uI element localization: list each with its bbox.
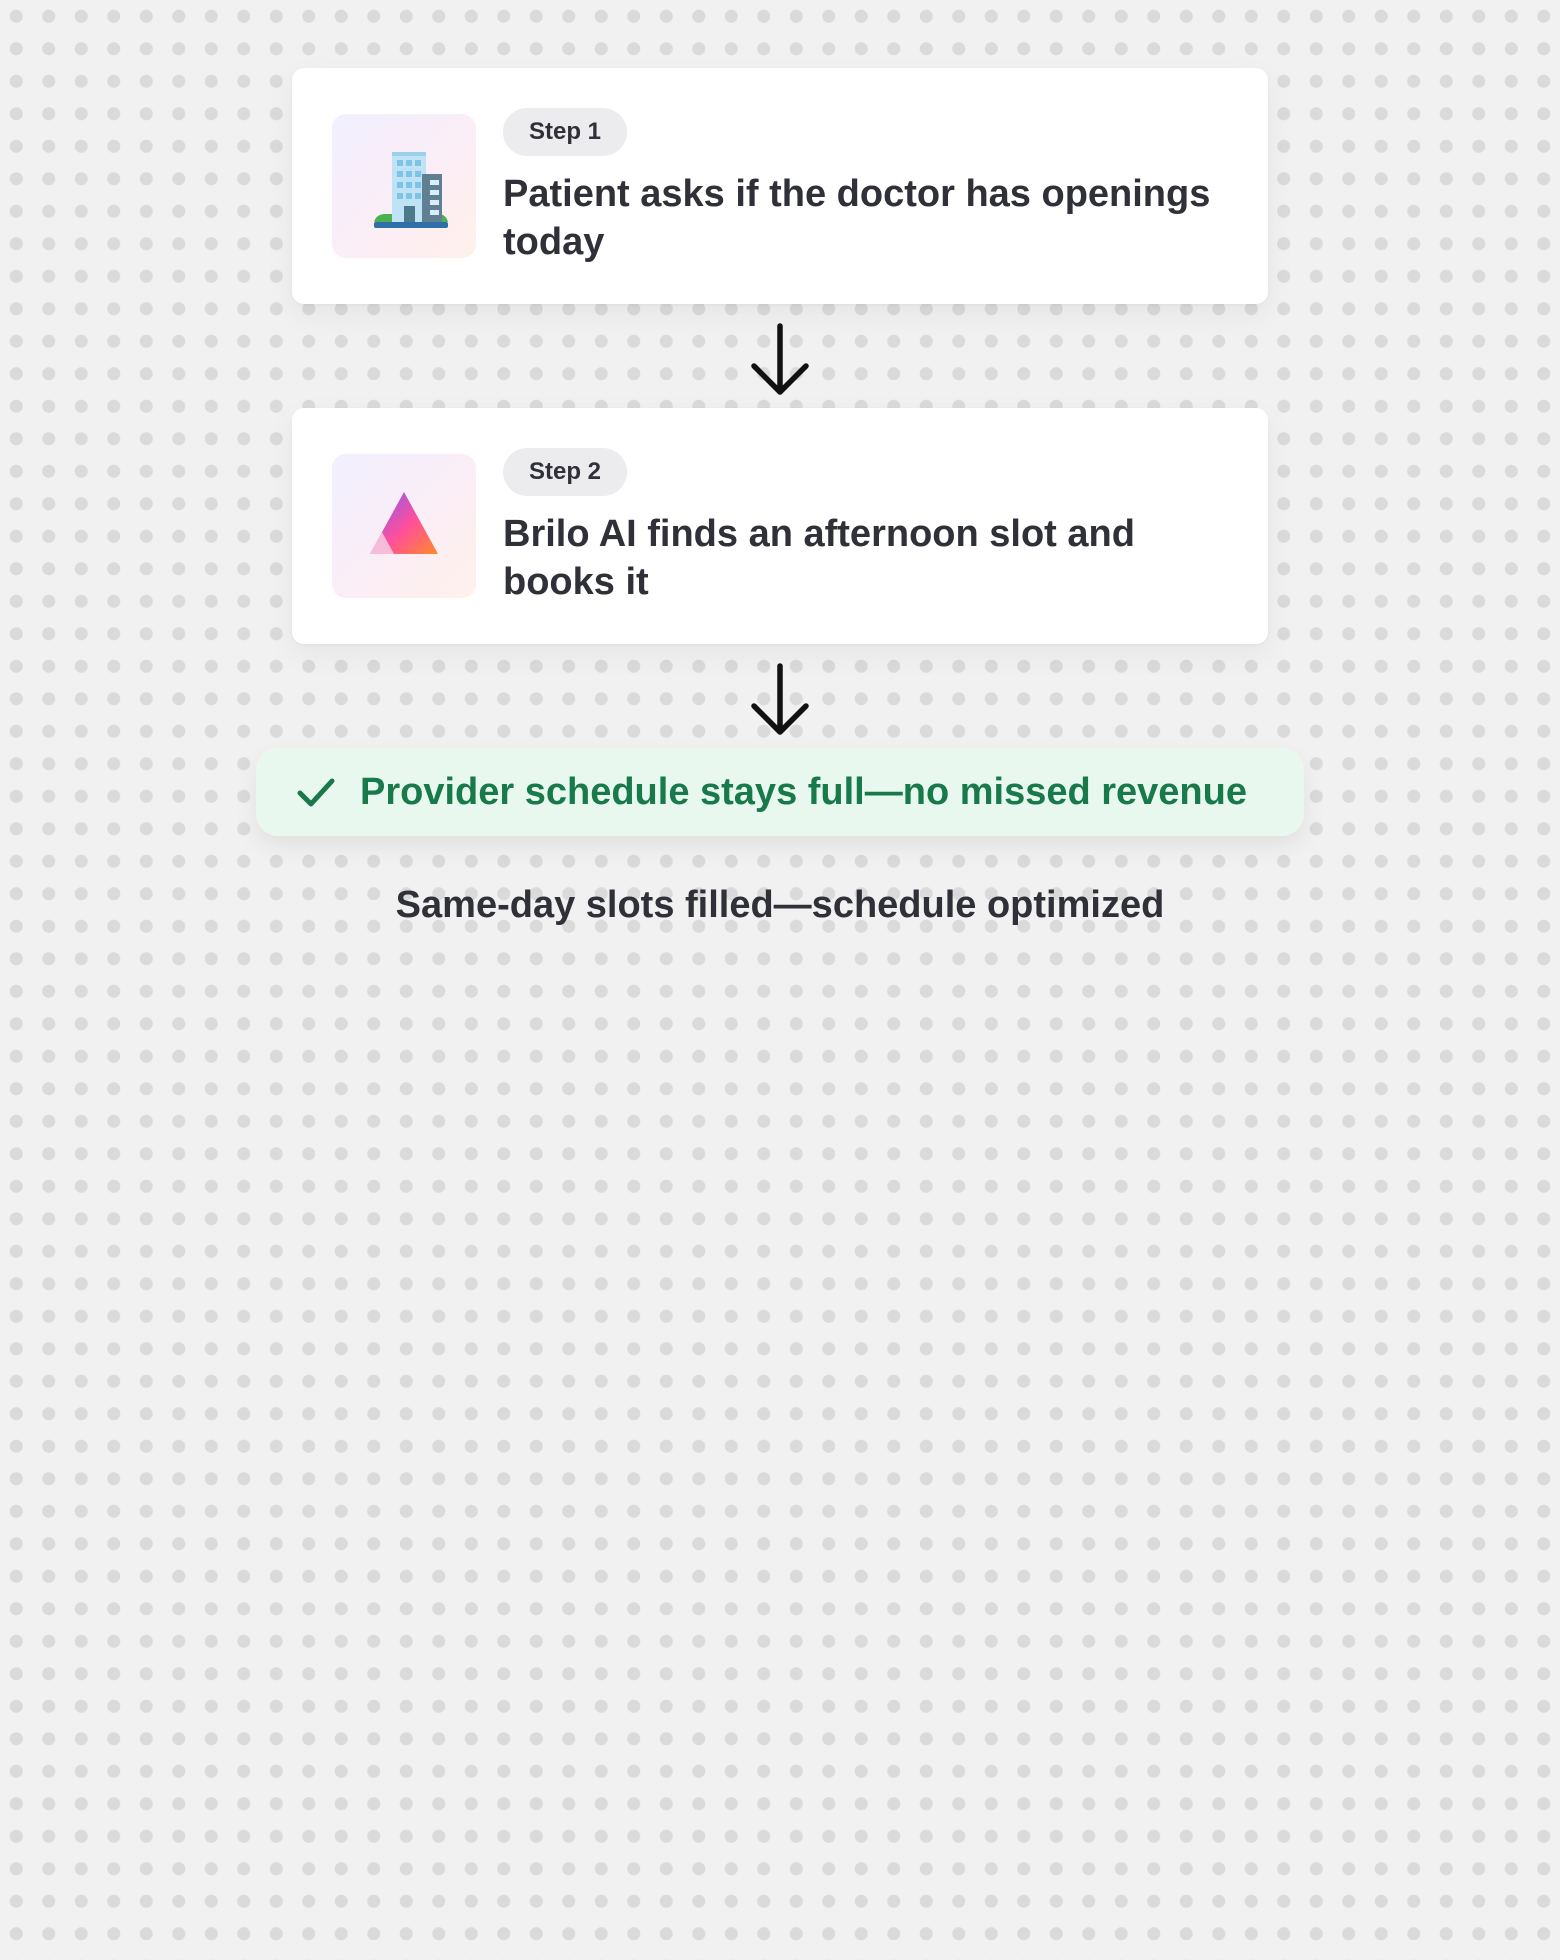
result-text: Provider schedule stays full—no missed r… (360, 770, 1247, 813)
step-1-description: Patient asks if the doctor has openings … (503, 173, 1211, 263)
step-2-description: Brilo AI finds an afternoon slot and boo… (503, 513, 1135, 603)
step-2-pill: Step 2 (503, 448, 628, 496)
step-card-1: Step 1 Patient asks if the doctor has op… (292, 68, 1268, 304)
checkmark-icon (297, 778, 335, 807)
brilo-logo-icon (370, 492, 438, 554)
arrow-down-icon (751, 323, 809, 395)
result-banner: Provider schedule stays full—no missed r… (256, 748, 1304, 836)
step-2-icon-tile (332, 454, 476, 598)
step-1-icon-tile (332, 114, 476, 258)
caption: Same-day slots filled—schedule optimized (395, 884, 1165, 926)
office-building-icon (374, 152, 448, 228)
step-1-pill: Step 1 (503, 108, 628, 156)
step-card-2: Step 2 Brilo AI finds an afternoon slot … (292, 408, 1268, 644)
arrow-down-icon (751, 663, 809, 735)
